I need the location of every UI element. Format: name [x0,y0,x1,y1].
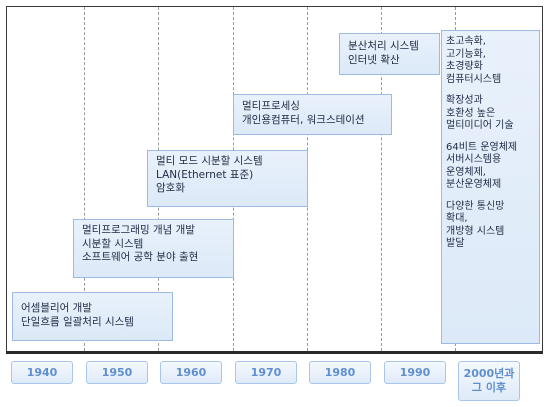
year-label-1940: 1940 [11,361,73,384]
year-label-1980: 1980 [309,361,371,384]
timeline-axis [6,351,543,354]
milestone-line: 어셈블리어 개발 [21,302,92,314]
milestone-1950: 멀티프로그래밍 개념 개발 시분할 시스템 소프트웨어 공학 분야 출현 [73,219,234,278]
milestone-line: 호환성 높은 [446,107,496,119]
year-label-line: 2000년과 [463,367,515,380]
milestone-line: 발달 [446,238,465,249]
year-label-2000-and-after: 2000년과 그 이후 [458,361,520,401]
milestone-line: 암호화 [156,182,185,194]
milestone-line: 확장성과 [446,95,483,106]
divider-1950 [84,7,85,351]
year-label-line: 그 이후 [471,381,507,394]
milestone-line: 초고속화, [446,36,486,47]
milestone-line: 멀티프로세싱 [242,100,300,112]
year-label-1990: 1990 [384,361,446,384]
milestone-line: 컴퓨터시스템 [446,73,502,85]
milestone-1980: 분산처리 시스템 인터넷 확산 [339,33,440,75]
milestone-line: 서버시스템용 [446,154,502,165]
milestone-line: 단일흐름 일괄처리 시스템 [21,315,134,328]
milestone-line: 멀티 모드 시분할 시스템 [156,155,263,167]
milestone-line: 소프트웨어 공학 분야 출현 [82,251,199,263]
year-label-1970: 1970 [235,361,297,384]
milestone-1970: 멀티프로세싱 개인용컴퓨터, 워크스테이션 [233,94,392,135]
milestone-line: 다양한 통신망 [446,200,505,212]
milestone-line: 인터넷 확산 [348,53,400,66]
milestone-line: 초경량화 [446,61,483,72]
milestone-line: 분산처리 시스템 [348,40,419,52]
milestone-line: LAN(Ethernet 표준) [156,168,254,181]
divider-1990 [381,7,382,351]
milestone-1960: 멀티 모드 시분할 시스템 LAN(Ethernet 표준) 암호화 [147,150,308,207]
year-label-1960: 1960 [160,361,222,384]
milestone-line: 분산운영체제 [446,179,502,190]
milestone-line: 멀티프로그래밍 개념 개발 [82,224,195,236]
milestone-line: 고기능화, [446,48,486,60]
milestone-line: 개방형 시스템 [446,225,505,237]
milestone-line: 개인용컴퓨터, 워크스테이션 [242,113,365,126]
milestone-2000: 초고속화, 고기능화, 초경량화 컴퓨터시스템 확장성과 호환성 높은 멀티미디… [441,30,540,344]
milestone-line: 64비트 운영체제 [446,141,518,153]
milestone-1940: 어셈블리어 개발 단일흐름 일괄처리 시스템 [12,292,173,341]
milestone-line: 시분할 시스템 [82,237,144,250]
milestone-line: 멀티미디어 기술 [446,120,514,131]
milestone-line: 확대, [446,213,468,224]
year-label-1950: 1950 [86,361,148,384]
milestone-line: 운영체제, [446,166,486,178]
